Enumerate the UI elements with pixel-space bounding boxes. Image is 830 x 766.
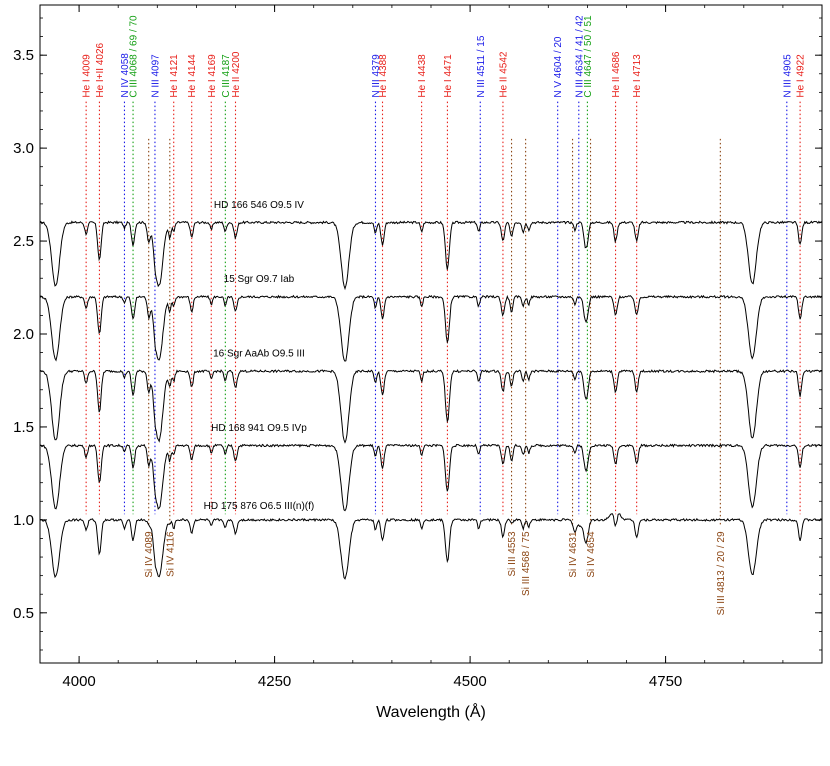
si-line-label: Si III 4553 [507,531,518,576]
y-tick-label: 2.0 [13,326,34,343]
line-id-label: He I 4121 [169,54,180,98]
line-id-markers [85,101,801,526]
x-tick-label: 4000 [62,673,95,690]
line-id-label: C III 4187 [221,54,232,98]
spectrum-label: HD 175 876 O6.5 III(n)(f) [204,501,315,512]
x-tick-label: 4250 [258,673,291,690]
axes: 0.5 1.0 1.5 2.0 2.5 3.0 3.5 4000 4250 4500 4750 [13,5,823,690]
si-line-label: Si III 4813 / 20 / 29 [716,531,727,615]
y-tick-label: 1.0 [13,512,34,529]
line-id-label: He I 4922 [796,54,807,98]
line-id-label: C III 4647 / 50 / 51 [583,15,594,98]
x-axis-title: Wavelength (Å) [376,702,486,721]
y-tick-label: 0.5 [13,605,34,622]
spectrum-line [39,369,822,444]
line-id-label: N III 4097 [150,54,161,98]
si-line-label: Si IV 4116 [165,531,176,577]
y-tick-label: 3.5 [13,47,34,64]
si-line-label: Si IV 4631 [568,531,579,578]
spectrum-line [39,443,823,512]
line-id-label: He I 4009 [82,54,93,98]
line-id-label: He I 4471 [443,54,454,98]
plot-frame [39,4,823,664]
y-tick-label: 2.5 [13,233,34,250]
line-id-label: He I+II 4026 [95,42,106,97]
spectrum-line [39,513,822,580]
line-id-label: He I 4169 [207,54,218,98]
line-id-label: He I 4144 [187,54,198,98]
spectrum-line [39,294,823,362]
line-id-label: He II 4542 [498,51,509,98]
spectra-group: HD 166 546 O9.5 IV 15 Sgr O9.7 Iab 16 Sgr … [39,200,823,580]
line-id-label: He II 4200 [231,51,242,98]
line-id-label: He I 4388 [378,54,389,98]
spectrum-label: HD 168 941 O9.5 IVp [211,423,307,434]
line-id-label: He I 4438 [417,54,428,98]
si-line-label: Si III 4568 / 75 [521,531,532,596]
line-id-label: N III 4634 / 41 / 42 [574,15,585,98]
line-id-label: He II 4686 [611,51,622,98]
line-id-label: N III 4511 / 15 [476,35,487,98]
line-id-label: N III 4379 [371,54,382,98]
spectrum-label: 16 Sgr AaAb O9.5 III [213,349,305,360]
line-id-label: C III 4068 / 69 / 70 [129,15,140,98]
y-tick-label: 1.5 [13,419,34,436]
line-id-label: He I 4713 [632,54,643,98]
spectrum-label: 15 Sgr O9.7 Iab [224,274,295,285]
x-tick-label: 4750 [649,673,682,690]
y-tick-label: 3.0 [13,140,34,157]
spectrum-line [40,220,822,291]
si-line-label: Si IV 4654 [586,531,597,578]
x-tick-label: 4500 [453,673,486,690]
spectrum-label: HD 166 546 O9.5 IV [214,200,304,211]
si-line-label: Si IV 4089 [144,531,155,578]
line-id-label: N V 4604 / 20 [553,36,564,98]
line-id-label: N III 4905 [782,54,793,98]
line-id-label: N IV 4058 [120,53,131,98]
